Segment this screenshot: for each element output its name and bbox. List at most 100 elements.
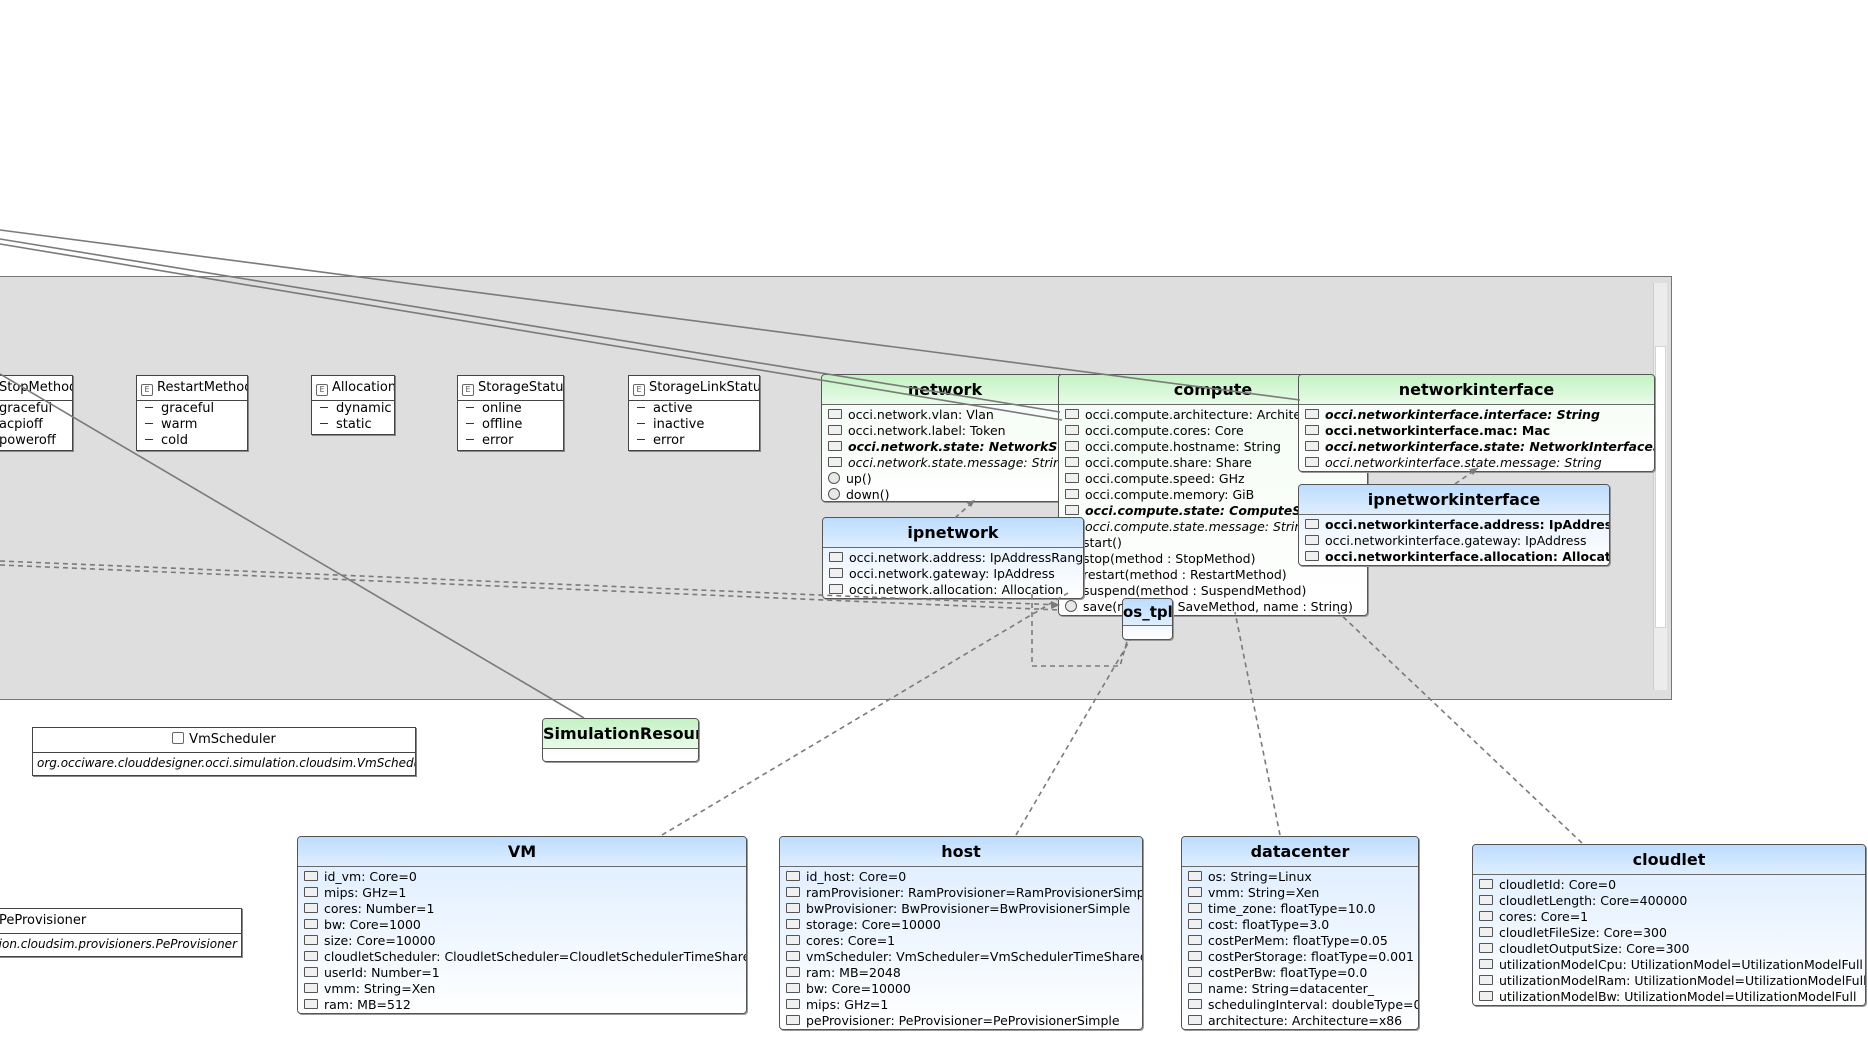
class-operation[interactable]: suspend(method : SuspendMethod) — [1059, 583, 1367, 599]
class-attribute[interactable]: occi.networkinterface.address: IpAddress — [1299, 517, 1609, 533]
class-attribute[interactable]: costPerStorage: floatType=0.001 — [1182, 949, 1418, 965]
class-attribute[interactable]: os: String=Linux — [1182, 869, 1418, 885]
class-attribute[interactable]: utilizationModelBw: UtilizationModel=Uti… — [1473, 989, 1865, 1005]
datatype-instance-class: org.occiware.clouddesigner.occi.simulati… — [0, 937, 237, 951]
attribute-icon — [786, 887, 800, 897]
class-attribute[interactable]: occi.networkinterface.gateway: IpAddress — [1299, 533, 1609, 549]
row-text: restart(method : RestartMethod) — [1083, 567, 1287, 582]
class-attribute[interactable]: occi.network.state: NetworkStatus — [822, 439, 1068, 455]
class-attribute[interactable]: occi.network.allocation: Allocation — [823, 582, 1083, 598]
attribute-icon — [1065, 457, 1079, 467]
package-scrollbar-thumb[interactable] — [1655, 346, 1666, 628]
class-attribute[interactable]: cloudletFileSize: Core=300 — [1473, 925, 1865, 941]
class-attribute[interactable]: storage: Core=10000 — [780, 917, 1142, 933]
class-attribute[interactable]: ramProvisioner: RamProvisioner=RamProvis… — [780, 885, 1142, 901]
class-attribute[interactable]: occi.compute.memory: GiB — [1059, 487, 1367, 503]
class-attribute[interactable]: vmm: String=Xen — [298, 981, 746, 997]
class-attribute[interactable]: costPerBw: floatType=0.0 — [1182, 965, 1418, 981]
class-attribute[interactable]: id_host: Core=0 — [780, 869, 1142, 885]
class-attribute[interactable]: occi.compute.hostname: String — [1059, 439, 1367, 455]
class-attribute[interactable]: cores: Number=1 — [298, 901, 746, 917]
class-attribute[interactable]: utilizationModelRam: UtilizationModel=Ut… — [1473, 973, 1865, 989]
class-attribute[interactable]: cloudletId: Core=0 — [1473, 877, 1865, 893]
class-networkinterface[interactable]: networkinterface occi.networkinterface.i… — [1298, 374, 1655, 472]
attribute-icon — [829, 568, 843, 578]
class-ipnetwork[interactable]: ipnetwork occi.network.address: IpAddres… — [822, 517, 1084, 599]
row-text: occi.network.state.message: String — [848, 455, 1068, 470]
attribute-icon — [1305, 425, 1319, 435]
class-attribute[interactable]: occi.compute.cores: Core — [1059, 423, 1367, 439]
class-attribute[interactable]: peProvisioner: PeProvisioner=PeProvision… — [780, 1013, 1142, 1029]
class-attribute[interactable]: name: String=datacenter_ — [1182, 981, 1418, 997]
class-os-tpl[interactable]: os_tpl — [1122, 598, 1173, 640]
row-text: occi.compute.architecture: Architecture — [1085, 407, 1334, 422]
class-attribute[interactable]: cores: Core=1 — [1473, 909, 1865, 925]
class-attribute[interactable]: cloudletOutputSize: Core=300 — [1473, 941, 1865, 957]
class-attribute[interactable]: bw: Core=1000 — [298, 917, 746, 933]
enum-literal: error — [458, 433, 563, 449]
row-text: suspend(method : SuspendMethod) — [1083, 583, 1307, 598]
class-attribute[interactable]: schedulingInterval: doubleType=0 — [1182, 997, 1418, 1013]
class-ipnetworkinterface[interactable]: ipnetworkinterface occi.networkinterface… — [1298, 484, 1610, 566]
row-text: start() — [1083, 535, 1122, 550]
class-attribute[interactable]: bwProvisioner: BwProvisioner=BwProvision… — [780, 901, 1142, 917]
class-attribute[interactable]: occi.compute.state: ComputeStatus — [1059, 503, 1367, 519]
class-attribute[interactable]: occi.network.label: Token — [822, 423, 1068, 439]
row-text: occi.network.allocation: Allocation — [849, 582, 1064, 597]
class-attribute[interactable]: occi.network.gateway: IpAddress — [823, 566, 1083, 582]
class-attribute[interactable]: occi.network.vlan: Vlan — [822, 407, 1068, 423]
class-attribute[interactable]: occi.compute.share: Share — [1059, 455, 1367, 471]
class-attribute[interactable]: occi.network.address: IpAddressRange — [823, 550, 1083, 566]
class-operation[interactable]: restart(method : RestartMethod) — [1059, 567, 1367, 583]
class-attribute[interactable]: ram: MB=2048 — [780, 965, 1142, 981]
class-operation[interactable]: save(method : SaveMethod, name : String) — [1059, 599, 1367, 615]
class-attribute[interactable]: userId: Number=1 — [298, 965, 746, 981]
class-attribute[interactable]: cloudletLength: Core=400000 — [1473, 893, 1865, 909]
class-operation[interactable]: down() — [822, 487, 1068, 501]
class-simulationresource[interactable]: SimulationResource — [542, 718, 699, 762]
class-attribute[interactable]: occi.networkinterface.state: NetworkInte… — [1299, 439, 1654, 455]
attribute-icon — [304, 935, 318, 945]
attribute-icon — [1479, 911, 1493, 921]
literal-marker-icon — [145, 407, 153, 408]
row-text: userId: Number=1 — [324, 965, 440, 980]
class-attribute[interactable]: size: Core=10000 — [298, 933, 746, 949]
class-attribute[interactable]: vmm: String=Xen — [1182, 885, 1418, 901]
class-attribute[interactable]: ram: MB=512 — [298, 997, 746, 1013]
class-attribute[interactable]: architecture: Architecture=x86 — [1182, 1013, 1418, 1029]
class-attribute[interactable]: cost: floatType=3.0 — [1182, 917, 1418, 933]
class-attribute[interactable]: occi.networkinterface.state.message: Str… — [1299, 455, 1654, 471]
class-attribute[interactable]: id_vm: Core=0 — [298, 869, 746, 885]
class-attribute[interactable]: bw: Core=10000 — [780, 981, 1142, 997]
class-attribute[interactable]: cloudletScheduler: CloudletScheduler=Clo… — [298, 949, 746, 965]
class-attribute[interactable]: occi.networkinterface.interface: String — [1299, 407, 1654, 423]
class-attribute[interactable]: utilizationModelCpu: UtilizationModel=Ut… — [1473, 957, 1865, 973]
class-attribute[interactable]: mips: GHz=1 — [298, 885, 746, 901]
class-attribute[interactable]: occi.networkinterface.allocation: Alloca… — [1299, 549, 1609, 565]
class-attribute[interactable]: mips: GHz=1 — [780, 997, 1142, 1013]
class-attribute[interactable]: vmScheduler: VmScheduler=VmSchedulerTime… — [780, 949, 1142, 965]
class-attribute[interactable]: cores: Core=1 — [780, 933, 1142, 949]
datatype-peprovisioner[interactable]: PeProvisioner org.occiware.clouddesigner… — [0, 908, 242, 957]
class-attribute[interactable]: occi.networkinterface.mac: Mac — [1299, 423, 1654, 439]
class-attribute[interactable]: costPerMem: floatType=0.05 — [1182, 933, 1418, 949]
class-attribute[interactable]: occi.network.state.message: String — [822, 455, 1068, 471]
class-attribute[interactable]: occi.compute.speed: GHz — [1059, 471, 1367, 487]
class-attribute[interactable]: occi.compute.architecture: Architecture — [1059, 407, 1367, 423]
attribute-icon — [828, 457, 842, 467]
class-attribute[interactable]: time_zone: floatType=10.0 — [1182, 901, 1418, 917]
class-operation[interactable]: up() — [822, 471, 1068, 487]
operation-gear-icon — [828, 488, 840, 500]
enum-stopmethod[interactable]: StopMethod graceful acpioff poweroff — [0, 375, 73, 451]
datatype-vmscheduler[interactable]: VmScheduler org.occiware.clouddesigner.o… — [32, 727, 416, 776]
